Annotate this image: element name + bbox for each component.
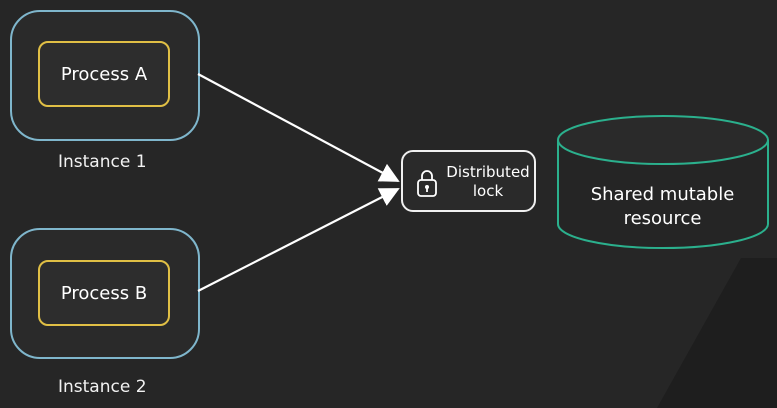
shared-resource-label: Shared mutable resource [560, 183, 765, 231]
arrow-process-a-to-lock [197, 73, 400, 182]
shared-resource-label-line-2: resource [623, 208, 702, 229]
process-b-box: Process B [38, 260, 170, 326]
arrow-process-b-to-lock [197, 188, 400, 292]
lock-label-line-1: Distributed [446, 163, 530, 181]
shared-resource-label-line-1: Shared mutable [590, 184, 735, 205]
process-b-label: Process B [60, 282, 148, 304]
lock-icon [417, 170, 437, 197]
instance-2-label: Instance 2 [58, 377, 147, 397]
instance-1-label: Instance 1 [58, 152, 147, 172]
shared-resource-cylinder [557, 115, 769, 249]
distributed-lock-box: Distributed lock [401, 150, 536, 212]
process-a-box: Process A [38, 41, 170, 107]
background-shape [657, 258, 777, 408]
process-a-label: Process A [60, 63, 148, 85]
lock-label-line-2: lock [472, 182, 504, 200]
lock-label: Distributed lock [443, 163, 533, 201]
